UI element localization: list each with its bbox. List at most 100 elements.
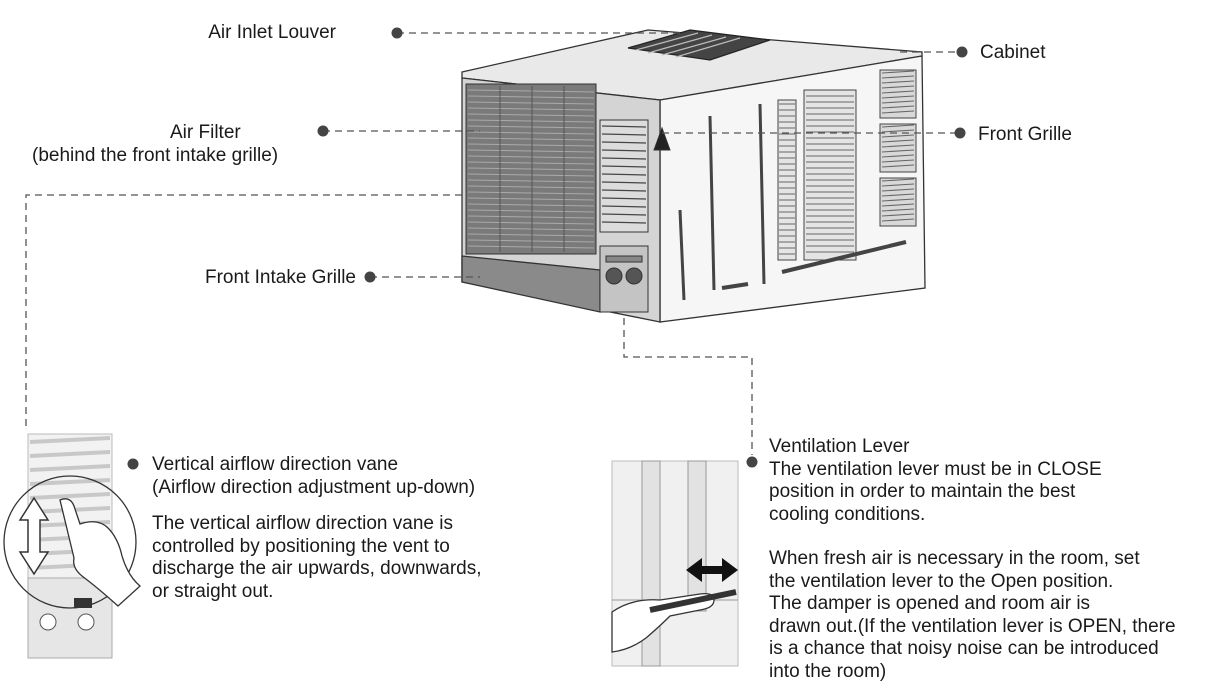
slat: [881, 105, 915, 109]
leader-ventilation: [623, 318, 753, 455]
ventilation-lever-inset: [611, 460, 739, 667]
slat: [881, 183, 915, 187]
slat: [881, 124, 915, 128]
slat: [601, 197, 647, 200]
front-intake-grille: [465, 83, 597, 255]
slat: [881, 154, 915, 158]
leader-dots: [127, 27, 968, 470]
slat: [467, 143, 595, 147]
slat: [601, 165, 647, 168]
slat: [467, 101, 595, 105]
slat: [881, 129, 915, 133]
slat: [601, 149, 647, 152]
slat: [467, 89, 595, 93]
slat: [467, 221, 595, 225]
slat: [881, 95, 915, 99]
slat: [601, 157, 647, 160]
slat: [29, 464, 111, 472]
slat: [881, 164, 915, 168]
slat: [881, 188, 915, 192]
slat: [467, 113, 595, 117]
slat: [467, 215, 595, 219]
slat: [467, 155, 595, 159]
vane-subtitle: (Airflow direction adjustment up-down): [152, 476, 476, 498]
slat: [881, 149, 915, 153]
slat: [881, 193, 915, 197]
up-down-arrow-icon: [18, 496, 50, 576]
hand-icon: [611, 592, 715, 653]
slat: [881, 90, 915, 94]
slat: [881, 139, 915, 143]
air-inlet-louver: [627, 29, 771, 61]
slat: [467, 185, 595, 189]
left-right-arrow-icon: [686, 558, 738, 582]
slat: [601, 133, 647, 136]
slat: [467, 239, 595, 243]
slat: [881, 110, 915, 114]
vane-inset-illustration: [3, 433, 141, 659]
slat: [467, 119, 595, 123]
slat: [881, 178, 915, 182]
slat: [601, 221, 647, 224]
ventilation-para1-line: cooling conditions.: [769, 503, 926, 525]
slat: [467, 137, 595, 141]
slat: [881, 203, 915, 207]
ventilation-para1-line: position in order to maintain the best: [769, 481, 1076, 502]
label-front-grille: Front Grille: [978, 124, 1072, 145]
slat: [881, 85, 915, 89]
slat: [601, 213, 647, 216]
ventilation-para2-line: When fresh air is necessary in the room,…: [769, 548, 1140, 569]
label-air-filter-note: (behind the front intake grille): [32, 145, 279, 166]
slat: [467, 209, 595, 213]
slat: [467, 227, 595, 231]
slat: [467, 197, 595, 201]
slat: [881, 208, 915, 212]
slat: [29, 492, 111, 500]
ventilation-para2-line: is a chance that noisy noise can be intr…: [769, 638, 1159, 659]
slat: [29, 450, 111, 458]
slat: [467, 203, 595, 207]
vane-body-line: discharge the air upwards, downwards,: [152, 558, 482, 579]
label-air-filter-title: Air Filter: [170, 122, 241, 143]
ventilation-para2-line: drawn out.(If the ventilation lever is O…: [769, 615, 1176, 637]
slat: [601, 141, 647, 144]
ventilation-para2-line: the ventilation lever to the Open positi…: [769, 570, 1114, 592]
ventilation-title: Ventilation Lever: [769, 436, 910, 457]
ventilation-para1-line: The ventilation lever must be in CLOSE: [769, 458, 1102, 480]
slat: [881, 144, 915, 148]
hand-icon: [59, 498, 141, 607]
slat: [467, 167, 595, 171]
slat: [881, 159, 915, 163]
slat: [601, 125, 647, 128]
vane-description: Vertical airflow direction vane (Airflow…: [152, 454, 482, 603]
slat: [467, 161, 595, 165]
vane-body-line: The vertical airflow direction vane is: [152, 513, 453, 534]
vane-body-line: controlled by positioning the vent to: [152, 535, 450, 557]
slat: [881, 100, 915, 104]
slat: [467, 233, 595, 237]
leader-lines: [25, 32, 962, 455]
cabinet-side-vents: [678, 69, 917, 301]
slat: [467, 125, 595, 129]
slat: [29, 436, 111, 444]
ventilation-description: Ventilation Lever The ventilation lever …: [769, 436, 1176, 683]
label-cabinet: Cabinet: [980, 42, 1046, 63]
slat: [881, 70, 915, 74]
slat: [881, 218, 915, 222]
slat: [467, 191, 595, 195]
label-air-inlet-louver: Air Inlet Louver: [208, 22, 336, 43]
vane-title: Vertical airflow direction vane: [152, 454, 399, 475]
slat: [467, 95, 595, 99]
slat: [467, 131, 595, 135]
slat: [601, 189, 647, 192]
slat: [467, 173, 595, 177]
slat: [601, 181, 647, 184]
slat: [881, 198, 915, 202]
front-grille: [599, 119, 671, 313]
leader-vane: [25, 194, 462, 430]
slat: [881, 75, 915, 79]
ventilation-para2-line: The damper is opened and room air is: [769, 593, 1091, 614]
label-front-intake-grille: Front Intake Grille: [205, 267, 356, 288]
slat: [881, 134, 915, 138]
